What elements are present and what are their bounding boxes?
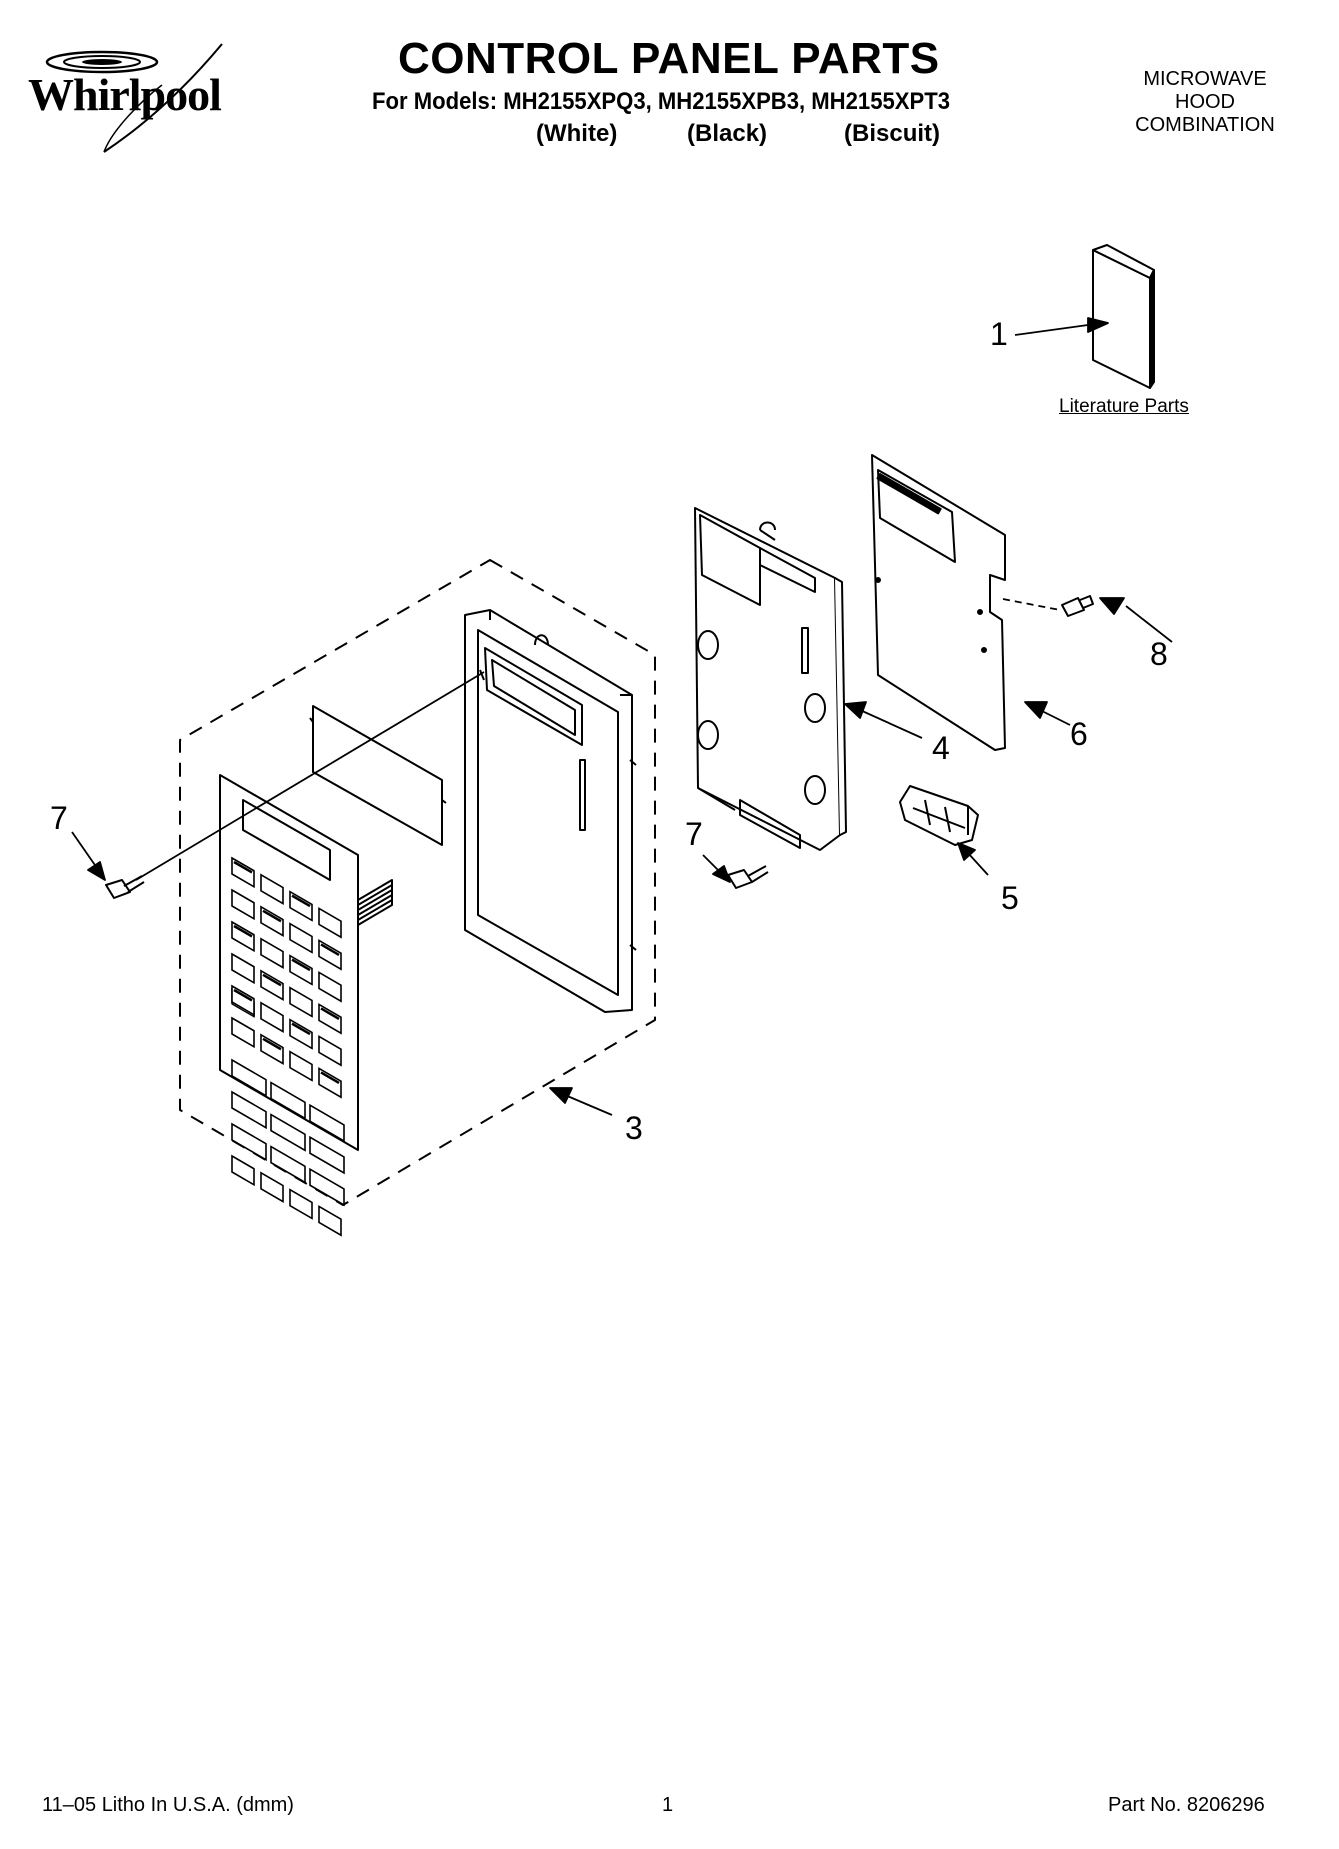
appliance-line-1: MICROWAVE bbox=[1143, 68, 1267, 90]
keypad-key bbox=[318, 907, 342, 939]
keypad-key-mark bbox=[233, 988, 253, 1002]
screw-right bbox=[1061, 595, 1094, 617]
callout-7-middle: 7 bbox=[685, 816, 703, 852]
appliance-line-3: COMBINATION bbox=[1135, 114, 1275, 136]
page-title: CONTROL PANEL PARTS bbox=[398, 34, 940, 83]
leader-lines bbox=[71, 317, 1173, 1116]
models-line: For Models: MH2155XPQ3, MH2155XPB3, MH21… bbox=[372, 88, 950, 115]
screw-middle bbox=[727, 865, 769, 889]
callout-3: 3 bbox=[625, 1110, 643, 1146]
keypad-key bbox=[289, 986, 313, 1018]
literature-parts-label: Literature Parts bbox=[1059, 396, 1189, 417]
keypad-key-mark bbox=[262, 973, 282, 987]
keypad-key-mark bbox=[320, 1007, 340, 1020]
appliance-type: MICROWAVE HOOD COMBINATION bbox=[1110, 68, 1300, 137]
logo-swirl-graphic bbox=[45, 43, 223, 153]
keypad-key bbox=[309, 1167, 345, 1207]
callout-7-left: 7 bbox=[50, 800, 68, 836]
panel-bracket bbox=[694, 507, 847, 851]
keypad-keys bbox=[231, 856, 345, 1237]
callout-1: 1 bbox=[990, 316, 1008, 352]
footer-part-number: Part No. 8206296 bbox=[1108, 1794, 1265, 1816]
keypad-key bbox=[318, 971, 342, 1003]
color-white-label: (White) bbox=[536, 120, 618, 147]
keypad-key-mark bbox=[291, 894, 311, 908]
appliance-line-2: HOOD bbox=[1175, 91, 1235, 113]
keypad-key bbox=[289, 1188, 313, 1220]
callout-5: 5 bbox=[1001, 880, 1019, 916]
keypad-key-mark bbox=[320, 943, 340, 956]
keypad-key bbox=[231, 1122, 267, 1162]
keypad-key bbox=[289, 922, 313, 954]
keypad-key bbox=[231, 1154, 255, 1187]
keypad-key-mark bbox=[233, 860, 253, 874]
keypad-key bbox=[231, 1016, 255, 1049]
keypad-key bbox=[270, 1081, 306, 1120]
keypad-key bbox=[309, 1103, 345, 1143]
keypad-key bbox=[260, 873, 284, 905]
keypad-key-mark bbox=[320, 1071, 340, 1084]
keypad-key-mark bbox=[291, 1022, 311, 1036]
circuit-board bbox=[871, 454, 1006, 751]
keypad-key bbox=[260, 937, 284, 969]
callout-8: 8 bbox=[1150, 636, 1168, 672]
keypad-key-mark bbox=[291, 958, 311, 972]
keypad-key bbox=[270, 1113, 306, 1152]
keypad-key bbox=[318, 1035, 342, 1067]
keypad-key-mark bbox=[262, 1037, 282, 1051]
control-panel-frame bbox=[464, 609, 637, 1013]
keypad-key bbox=[318, 1205, 342, 1237]
door-clip bbox=[899, 785, 979, 846]
whirlpool-logo: Whirlpool bbox=[22, 40, 262, 160]
keypad-membrane bbox=[219, 774, 393, 1151]
keypad-key-mark bbox=[262, 909, 282, 923]
logo-wordmark: Whirlpool bbox=[28, 69, 222, 120]
footer-page-number: 1 bbox=[662, 1794, 674, 1816]
keypad-key bbox=[231, 1058, 267, 1098]
keypad-key bbox=[289, 1050, 313, 1082]
keypad-key bbox=[231, 1090, 267, 1130]
display-window bbox=[309, 705, 447, 846]
footer-litho: 11–05 Litho In U.S.A. (dmm) bbox=[42, 1794, 294, 1816]
keypad-key bbox=[231, 888, 255, 921]
literature-booklet bbox=[1092, 244, 1155, 389]
color-black-label: (Black) bbox=[687, 120, 768, 147]
callout-6: 6 bbox=[1070, 716, 1088, 752]
keypad-key bbox=[309, 1135, 345, 1175]
keypad-key-mark bbox=[233, 924, 253, 938]
keypad-key bbox=[260, 1001, 284, 1033]
color-biscuit-label: (Biscuit) bbox=[844, 120, 940, 147]
keypad-key bbox=[231, 952, 255, 985]
keypad-key bbox=[270, 1145, 306, 1184]
keypad-key bbox=[260, 1171, 284, 1203]
callout-4: 4 bbox=[932, 730, 950, 766]
